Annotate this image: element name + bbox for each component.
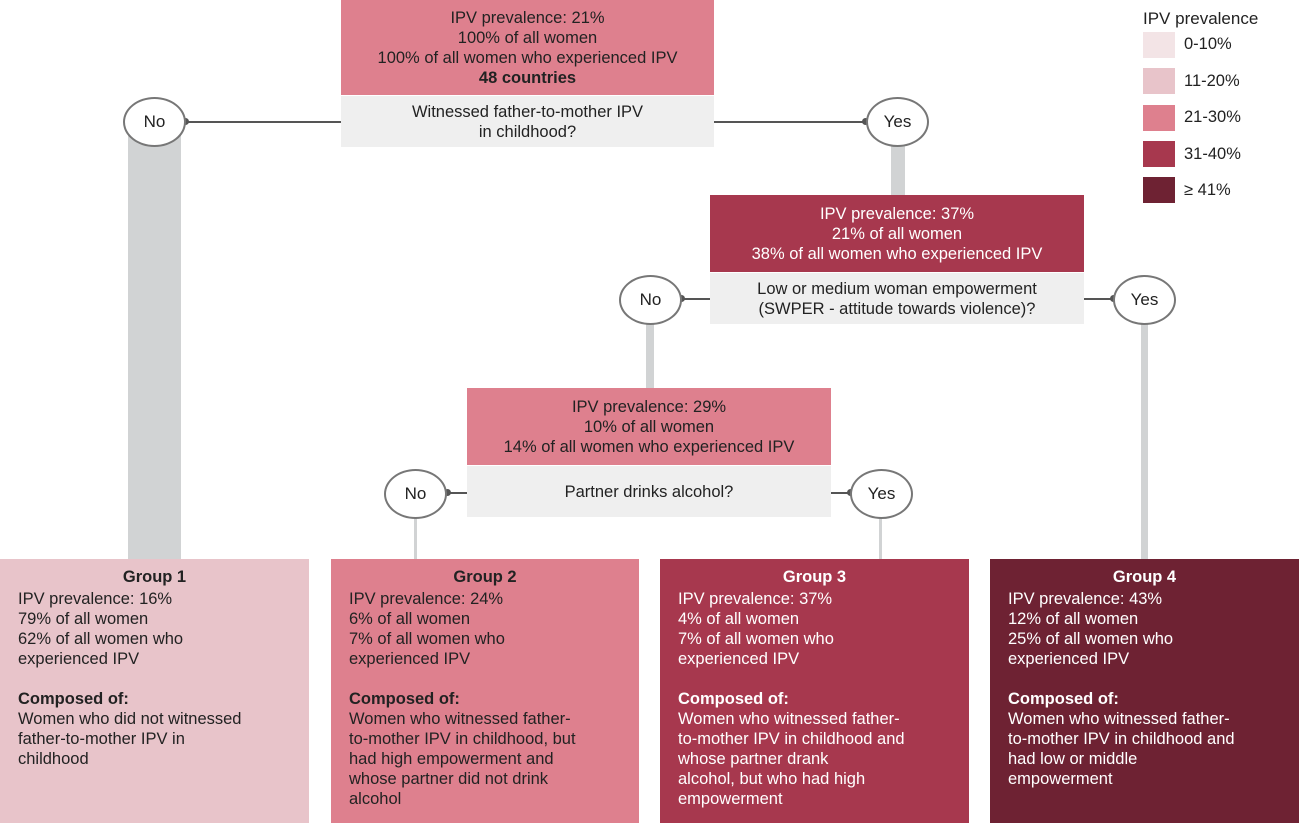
group-2-box: Group 2 IPV prevalence: 24% 6% of all wo… <box>331 559 639 823</box>
group-prevalence: IPV prevalence: 16% <box>18 590 173 608</box>
node2-yes-circle: Yes <box>1113 275 1176 325</box>
root-question-line2: in childhood? <box>478 122 577 141</box>
group-share-ipv-line1: 7% of all women who <box>678 630 834 648</box>
node2-no-circle: No <box>619 275 682 325</box>
root-question-line1: Witnessed father-to-mother IPV <box>411 102 644 121</box>
group-share-ipv-line2: experienced IPV <box>678 650 800 668</box>
node2-prevalence: IPV prevalence: 37% <box>819 204 975 223</box>
node3-prevalence: IPV prevalence: 29% <box>571 397 727 416</box>
group-share-ipv-line2: experienced IPV <box>18 650 140 668</box>
group-desc-line: father-to-mother IPV in <box>18 730 185 748</box>
group-1-box: Group 1 IPV prevalence: 16% 79% of all w… <box>0 559 309 823</box>
group-prevalence: IPV prevalence: 37% <box>678 590 833 608</box>
node2-question-line1: Low or medium woman empowerment <box>757 279 1037 298</box>
group-composed-label: Composed of: <box>678 690 789 708</box>
group-desc-line: whose partner did not drink <box>349 770 549 788</box>
group-desc-line: whose partner drank <box>678 750 829 768</box>
node3-no-connector <box>447 492 467 494</box>
group-desc-line: empowerment <box>678 790 783 808</box>
root-no-circle: No <box>123 97 186 147</box>
node3-share-women: 10% of all women <box>583 417 715 436</box>
group-desc-line: Women who witnessed father- <box>349 710 571 728</box>
legend-swatch-11-20 <box>1143 68 1175 94</box>
group-title: Group 4 <box>1112 568 1177 586</box>
root-question: Witnessed father-to-mother IPV in childh… <box>341 96 714 147</box>
root-node: IPV prevalence: 21% 100% of all women 10… <box>341 0 714 95</box>
node2-share-ipv: 38% of all women who experienced IPV <box>751 244 1043 263</box>
group-share-ipv-line1: 62% of all women who <box>18 630 184 648</box>
group-share-women: 6% of all women <box>349 610 471 628</box>
node3-no-circle: No <box>384 469 447 519</box>
group-desc-line: childhood <box>18 750 89 768</box>
node2: IPV prevalence: 37% 21% of all women 38%… <box>710 195 1084 272</box>
group-desc-line: alcohol, but who had high <box>678 770 866 788</box>
flow-bar-group1 <box>128 130 181 560</box>
node3-yes-connector <box>831 492 853 494</box>
node3-yes-circle: Yes <box>850 469 913 519</box>
group-prevalence: IPV prevalence: 24% <box>349 590 504 608</box>
group-desc-line: Women who did not witnessed <box>18 710 242 728</box>
legend-label-21-30: 21-30% <box>1184 108 1241 126</box>
group-composed-label: Composed of: <box>18 690 129 708</box>
root-yes-circle: Yes <box>866 97 929 147</box>
group-desc-line: Women who witnessed father- <box>678 710 900 728</box>
flow-bar-node2-no <box>646 322 654 390</box>
legend-swatch-41-plus <box>1143 177 1175 203</box>
flow-bar-group4 <box>1141 324 1148 560</box>
legend-label-41-plus: ≥ 41% <box>1184 181 1231 199</box>
root-countries: 48 countries <box>478 68 577 87</box>
legend-swatch-21-30 <box>1143 105 1175 131</box>
root-prevalence: IPV prevalence: 21% <box>450 8 605 27</box>
node3-no-dot <box>444 489 451 496</box>
group-desc-line: had high empowerment and <box>349 750 554 768</box>
group-share-ipv-line2: experienced IPV <box>1008 650 1130 668</box>
node3-question-text: Partner drinks alcohol? <box>564 482 734 501</box>
group-desc-line: to-mother IPV in childhood and <box>678 730 905 748</box>
group-title: Group 2 <box>453 568 517 586</box>
legend-swatch-0-10 <box>1143 32 1175 58</box>
flow-bar-root-yes <box>891 146 905 196</box>
node3: IPV prevalence: 29% 10% of all women 14%… <box>467 388 831 465</box>
group-desc-line: to-mother IPV in childhood and <box>1008 730 1235 748</box>
node3-share-ipv: 14% of all women who experienced IPV <box>503 437 795 456</box>
group-title: Group 1 <box>122 568 187 586</box>
group-share-women: 79% of all women <box>18 610 149 628</box>
legend-title: IPV prevalence <box>1143 9 1259 28</box>
group-desc-line: Women who witnessed father- <box>1008 710 1230 728</box>
node2-share-women: 21% of all women <box>831 224 963 243</box>
group-desc-line: alcohol <box>349 790 402 808</box>
group-prevalence: IPV prevalence: 43% <box>1008 590 1163 608</box>
group-desc-line: had low or middle <box>1008 750 1138 768</box>
legend-label-31-40: 31-40% <box>1184 145 1241 163</box>
group-desc-line: to-mother IPV in childhood, but <box>349 730 576 748</box>
node2-no-connector <box>681 298 710 300</box>
group-desc-line: empowerment <box>1008 770 1113 788</box>
legend-swatch-31-40 <box>1143 141 1175 167</box>
flow-bar-group3 <box>879 516 882 560</box>
flow-bar-group2 <box>414 516 417 560</box>
group-share-ipv-line1: 25% of all women who <box>1008 630 1174 648</box>
group-4-box: Group 4 IPV prevalence: 43% 12% of all w… <box>990 559 1299 823</box>
node2-yes-connector <box>1084 298 1114 300</box>
root-share-ipv: 100% of all women who experienced IPV <box>377 48 678 67</box>
legend-label-11-20: 11-20% <box>1184 72 1240 90</box>
root-share-women: 100% of all women <box>457 28 598 47</box>
root-yes-dot <box>862 118 869 125</box>
group-composed-label: Composed of: <box>349 690 460 708</box>
group-share-women: 4% of all women <box>678 610 800 628</box>
node2-question-line2: (SWPER - attitude towards violence)? <box>758 299 1036 318</box>
root-yes-connector <box>714 121 866 123</box>
group-title: Group 3 <box>782 568 847 586</box>
group-share-women: 12% of all women <box>1008 610 1139 628</box>
node2-question: Low or medium woman empowerment (SWPER -… <box>710 273 1084 324</box>
node3-question: Partner drinks alcohol? <box>467 466 831 517</box>
group-composed-label: Composed of: <box>1008 690 1119 708</box>
root-no-connector <box>186 121 341 123</box>
group-share-ipv-line1: 7% of all women who <box>349 630 505 648</box>
legend-label-0-10: 0-10% <box>1184 35 1232 53</box>
group-3-box: Group 3 IPV prevalence: 37% 4% of all wo… <box>660 559 969 823</box>
group-share-ipv-line2: experienced IPV <box>349 650 471 668</box>
